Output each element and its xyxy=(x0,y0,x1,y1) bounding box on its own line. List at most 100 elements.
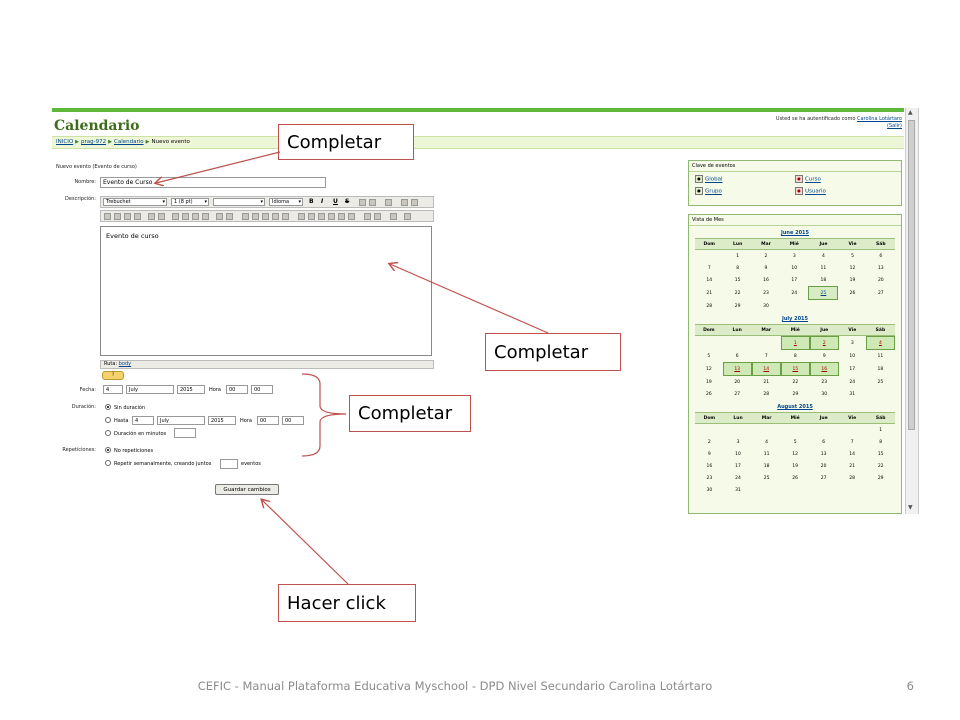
calendar-day: 27 xyxy=(820,475,827,481)
month-title[interactable]: June 2015 xyxy=(780,230,810,236)
align-left-icon[interactable] xyxy=(104,213,111,220)
ordered-list-icon[interactable] xyxy=(172,213,179,220)
insert-icon[interactable] xyxy=(364,213,371,220)
table-icon[interactable] xyxy=(308,213,315,220)
superscript-icon[interactable] xyxy=(369,199,376,206)
format-select[interactable] xyxy=(213,198,265,206)
breadcrumb-course[interactable]: prag-972 xyxy=(81,139,107,145)
redo-icon[interactable] xyxy=(411,199,418,206)
calendar-day xyxy=(781,424,810,436)
special-char-icon[interactable] xyxy=(328,213,335,220)
nombre-input[interactable]: Evento de Curso xyxy=(100,177,326,188)
clean-icon[interactable] xyxy=(385,199,392,206)
key-usuario[interactable]: ●Usuario xyxy=(795,187,895,195)
user-link[interactable]: Carolina Lotártaro xyxy=(856,116,902,122)
strike-icon[interactable]: S xyxy=(345,198,350,205)
subscript-icon[interactable] xyxy=(359,199,366,206)
help-badge[interactable]: ? xyxy=(102,371,124,380)
spellcheck-icon[interactable] xyxy=(348,213,355,220)
fecha-minute-select[interactable]: 00 xyxy=(251,385,273,394)
undo-icon[interactable] xyxy=(401,199,408,206)
underline-icon[interactable]: U xyxy=(333,198,338,205)
key-grupo[interactable]: ●Grupo xyxy=(695,187,795,195)
calendar-day[interactable]: 15 xyxy=(780,362,810,376)
text-color-icon[interactable] xyxy=(216,213,223,220)
italic-icon[interactable]: I xyxy=(321,198,324,205)
calendar-day[interactable]: 4 xyxy=(865,336,895,350)
html-source-icon[interactable] xyxy=(390,213,397,220)
smiley-icon[interactable] xyxy=(318,213,325,220)
calendar-day[interactable]: 14 xyxy=(751,362,781,376)
calendar-day[interactable]: 13 xyxy=(722,362,752,376)
key-curso[interactable]: ●Curso xyxy=(795,175,895,183)
dur-minutes-input[interactable] xyxy=(174,428,196,438)
calendar-day[interactable]: 2 xyxy=(809,336,839,350)
fecha-year-select[interactable]: 2015 xyxy=(177,385,205,394)
month-title[interactable]: August 2015 xyxy=(777,404,813,410)
anchor-icon[interactable] xyxy=(252,213,259,220)
justify-icon[interactable] xyxy=(134,213,141,220)
fecha-hour-select[interactable]: 00 xyxy=(226,385,248,394)
font-select[interactable]: Trebuchet xyxy=(103,198,167,206)
breadcrumb-calendario[interactable]: Calendario xyxy=(113,139,144,145)
save-changes-button[interactable]: Guardar cambios xyxy=(215,484,279,495)
fullscreen-icon[interactable] xyxy=(404,213,411,220)
link-icon[interactable] xyxy=(262,213,269,220)
fecha-month-select[interactable]: July xyxy=(126,385,174,394)
scroll-thumb[interactable] xyxy=(908,120,915,430)
calendar-day xyxy=(752,484,781,496)
form-heading: Nuevo evento (Evento de curso) xyxy=(56,164,137,170)
calendar-day: 24 xyxy=(735,475,741,481)
hasta-day-select[interactable]: 4 xyxy=(132,416,154,425)
dur-radio-none[interactable] xyxy=(105,404,111,410)
calendar-day: 26 xyxy=(792,475,799,481)
nolink-icon[interactable] xyxy=(282,213,289,220)
indent-icon[interactable] xyxy=(202,213,209,220)
ruta-body-link[interactable]: body xyxy=(118,361,132,367)
calendar-day[interactable]: 25 xyxy=(808,286,839,300)
ltr-icon[interactable] xyxy=(148,213,155,220)
bold-icon[interactable]: B xyxy=(309,198,314,205)
hasta-month-select[interactable]: July xyxy=(157,416,205,425)
scroll-up-icon[interactable]: ▲ xyxy=(908,109,913,116)
hasta-minute-select[interactable]: 00 xyxy=(282,416,304,425)
calendar-day: 10 xyxy=(791,265,798,271)
page-scrollbar[interactable]: ▲ ▼ xyxy=(905,108,918,514)
logout-link[interactable]: (Salir) xyxy=(887,123,902,129)
key-global[interactable]: ●Global xyxy=(695,175,795,183)
search-replace-icon[interactable] xyxy=(338,213,345,220)
description-editor[interactable]: Evento de curso xyxy=(100,226,432,356)
hr-icon[interactable] xyxy=(242,213,249,220)
rep-count-input[interactable] xyxy=(220,459,238,469)
calendar-day: 14 xyxy=(849,451,855,457)
calendar-day: 3 xyxy=(850,340,854,346)
hasta-year-select[interactable]: 2015 xyxy=(208,416,236,425)
language-select[interactable]: Idioma xyxy=(269,198,303,206)
month-title[interactable]: July 2015 xyxy=(781,316,809,322)
descripcion-label: Descripción: xyxy=(65,196,96,202)
weekday-header: Mié xyxy=(780,324,810,336)
calendar-day xyxy=(752,336,781,350)
align-right-icon[interactable] xyxy=(124,213,131,220)
fecha-day-select[interactable]: 4 xyxy=(103,385,123,394)
rtl-icon[interactable] xyxy=(158,213,165,220)
calendar-day: 6 xyxy=(822,439,826,445)
cut-icon[interactable] xyxy=(374,213,381,220)
rep-radio-weekly[interactable] xyxy=(105,460,111,466)
calendar-day: 1 xyxy=(879,427,883,433)
dur-radio-until[interactable] xyxy=(105,417,111,423)
image-icon[interactable] xyxy=(298,213,305,220)
unlink-icon[interactable] xyxy=(272,213,279,220)
align-center-icon[interactable] xyxy=(114,213,121,220)
unordered-list-icon[interactable] xyxy=(182,213,189,220)
calendar-day[interactable]: 1 xyxy=(780,336,810,350)
scroll-down-icon[interactable]: ▼ xyxy=(908,504,913,511)
breadcrumb-inicio[interactable]: INICIO xyxy=(56,139,74,145)
dur-radio-minutes[interactable] xyxy=(105,430,111,436)
calendar-day[interactable]: 16 xyxy=(809,362,839,376)
hasta-hour-select[interactable]: 00 xyxy=(257,416,279,425)
outdent-icon[interactable] xyxy=(192,213,199,220)
rep-radio-none[interactable] xyxy=(105,447,111,453)
bg-color-icon[interactable] xyxy=(226,213,233,220)
size-select[interactable]: 1 (8 pt) xyxy=(171,198,209,206)
